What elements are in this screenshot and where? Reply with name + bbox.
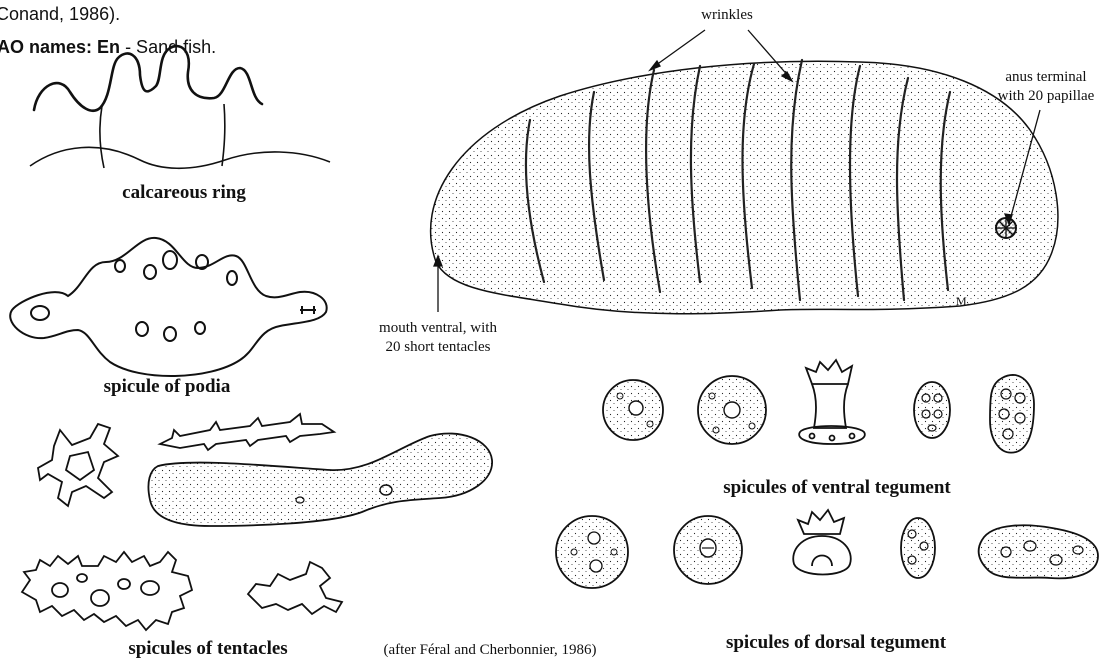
artist-mark: M. [956, 294, 970, 309]
calcareous-ring-drawing [34, 46, 262, 111]
mouth-label: mouth ventral, with 20 short tentacles [379, 319, 497, 357]
ventral-spicule-oval-small [914, 382, 950, 438]
dorsal-spicule-plate [979, 525, 1098, 578]
tentacle-spicule-branched [38, 424, 118, 506]
spicule-podia-drawing [10, 238, 326, 376]
tentacle-spicule-rosette-small [248, 562, 342, 614]
caption-calcareous-ring: calcareous ring [122, 182, 246, 204]
tentacle-spicule-rod-thin [160, 414, 334, 450]
dorsal-spicule-table [793, 510, 851, 575]
anus-label: anus terminal with 20 papillae [998, 68, 1095, 106]
caption-spicule-podia: spicule of podia [104, 376, 231, 398]
ventral-spicule-oval-large [990, 375, 1034, 453]
dorsal-spicule-oval [901, 518, 935, 578]
caption-spicules-tentacles: spicules of tentacles [128, 638, 287, 660]
caption-spicules-ventral: spicules of ventral tegument [723, 477, 950, 499]
dorsal-spicule-2 [674, 516, 742, 584]
sea-cucumber-body [431, 60, 1058, 314]
tentacle-spicule-rod-large [148, 433, 492, 526]
ventral-spicule-table [799, 360, 865, 444]
tentacle-spicule-rosette-large [22, 552, 192, 630]
caption-spicules-dorsal: spicules of dorsal tegument [726, 632, 946, 654]
ventral-spicule-1 [603, 380, 663, 440]
ventral-spicule-2 [698, 376, 766, 444]
mouth-label-line-2: 20 short tentacles [379, 338, 497, 357]
figure-credit: (after Féral and Cherbonnier, 1986) [383, 642, 596, 659]
anus-label-line-2: with 20 papillae [998, 87, 1095, 106]
dorsal-spicule-1 [556, 516, 628, 588]
mouth-label-line-1: mouth ventral, with [379, 319, 497, 338]
calcareous-ring-base [30, 104, 330, 168]
anus-label-line-1: anus terminal [998, 68, 1095, 87]
wrinkles-label: wrinkles [701, 7, 753, 24]
